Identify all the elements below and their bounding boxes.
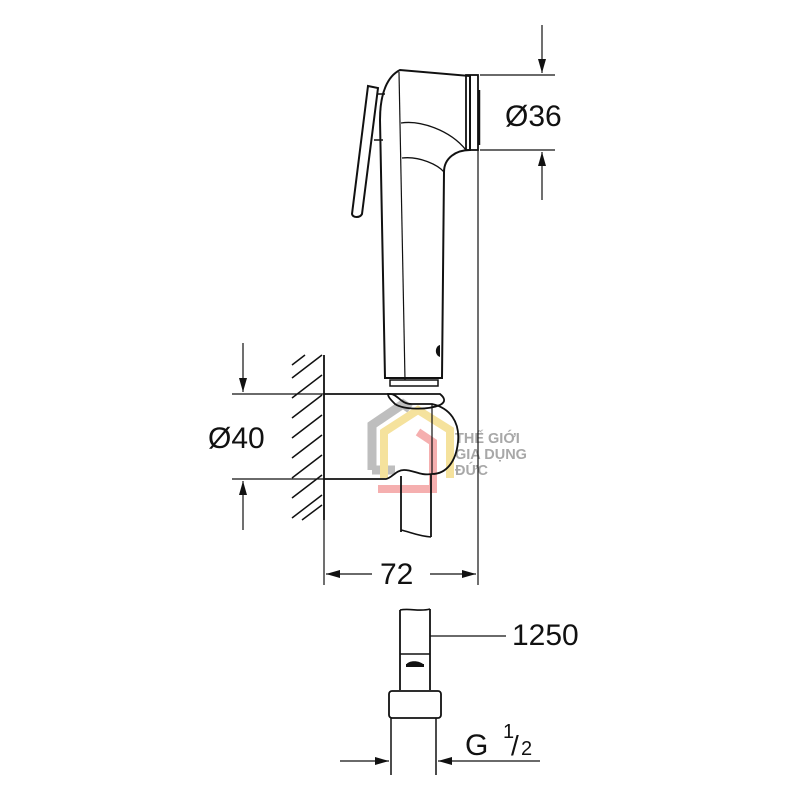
projection-label: 72 — [380, 558, 413, 591]
dimension-projection: 72 — [326, 558, 476, 591]
watermark-line1: THẾ GIỚI — [455, 429, 520, 447]
wall — [291, 354, 325, 521]
wall-holder — [324, 393, 460, 480]
head-diameter-label: Ø36 — [505, 100, 562, 133]
hose-upper — [400, 474, 432, 538]
thread-prefix: G — [465, 729, 488, 762]
thread-denominator: 2 — [521, 738, 532, 760]
wall-hatching — [291, 354, 323, 521]
watermark: THẾ GIỚI GIA DỤNG ĐỨC — [367, 398, 527, 493]
watermark-line3: ĐỨC — [455, 461, 489, 479]
hose-nut — [388, 690, 442, 719]
thread-numerator: 1 — [503, 721, 514, 743]
dimension-hose-length: 1250 — [430, 619, 579, 652]
hand-spray-head — [350, 68, 481, 387]
dimension-holder-diameter: Ø40 — [208, 343, 324, 530]
holder-diameter-label: Ø40 — [208, 422, 265, 455]
watermark-line2: GIA DỤNG — [455, 447, 527, 463]
dimension-thread: G 1 / 2 — [340, 721, 540, 765]
hose-length-label: 1250 — [512, 619, 579, 652]
house-logo-icon — [367, 398, 454, 493]
hose-lower — [388, 608, 442, 775]
thread-slash: / — [511, 730, 519, 761]
dimension-head-diameter: Ø36 — [480, 25, 562, 200]
